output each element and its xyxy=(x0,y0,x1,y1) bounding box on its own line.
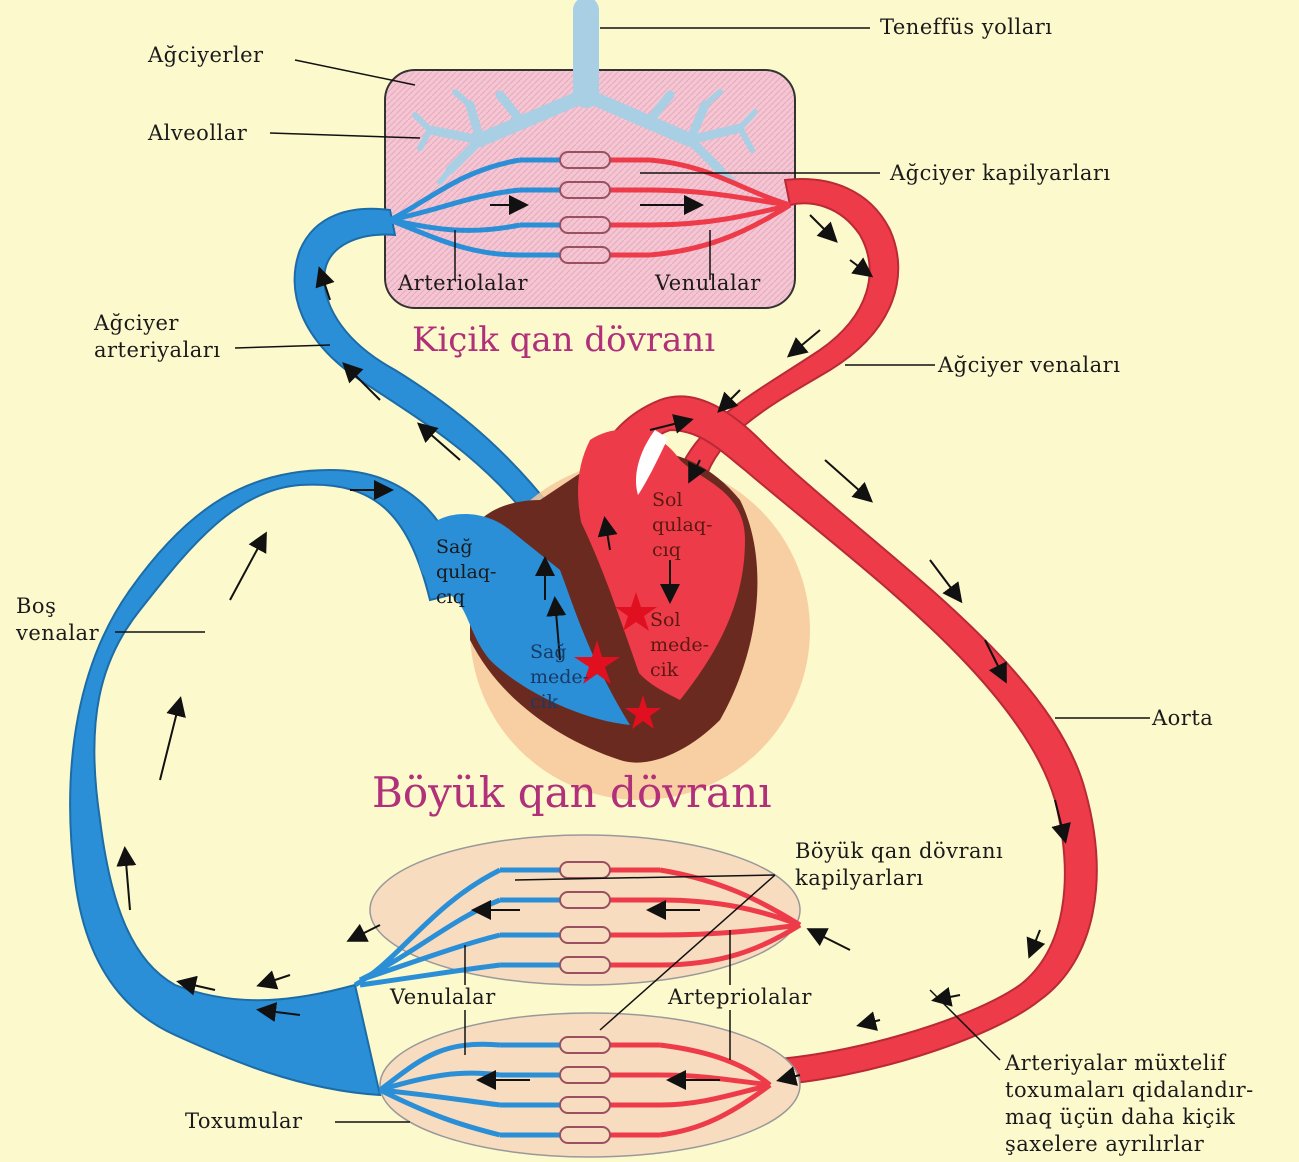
label-lung-capillaries: Ağciyer kapilyarları xyxy=(890,160,1111,187)
label-lungs: Ağciyerler xyxy=(148,42,264,69)
label-arterioles-top: Arteriolalar xyxy=(398,270,528,297)
label-left-atrium: Sol qulaq- cıq xyxy=(652,488,712,563)
label-airways: Teneffüs yolları xyxy=(880,14,1053,41)
label-venules-top: Venulalar xyxy=(655,270,761,297)
big-circulation-title: Böyük qan dövranı xyxy=(372,768,772,817)
label-aorta: Aorta xyxy=(1152,705,1213,732)
label-pulmonary-arteries: Ağciyer arteriyaları xyxy=(94,310,221,364)
label-venules-bottom: Venulalar xyxy=(390,984,496,1011)
label-alveoli: Alveollar xyxy=(148,120,247,147)
label-pulmonary-veins: Ağciyer venaları xyxy=(938,352,1120,379)
tissue-oval-lower xyxy=(380,1013,800,1157)
label-vena-cava: Boş venalar xyxy=(16,593,99,647)
small-circulation-title: Kiçik qan dövranı xyxy=(412,320,715,360)
label-left-ventricle: Sol mede- cik xyxy=(650,608,709,683)
label-tissues: Toxumular xyxy=(185,1108,303,1135)
label-right-ventricle: Sağ mede- cik xyxy=(530,640,589,715)
label-systemic-capillaries: Böyük qan dövranı kapilyarları xyxy=(795,838,1003,892)
label-arteries-note: Arteriyalar müxtelif toxumaları qidaland… xyxy=(1005,1050,1254,1158)
label-arterioles-bottom: Artepriolalar xyxy=(668,984,812,1011)
label-right-atrium: Sağ qulaq- cıq xyxy=(436,535,496,610)
